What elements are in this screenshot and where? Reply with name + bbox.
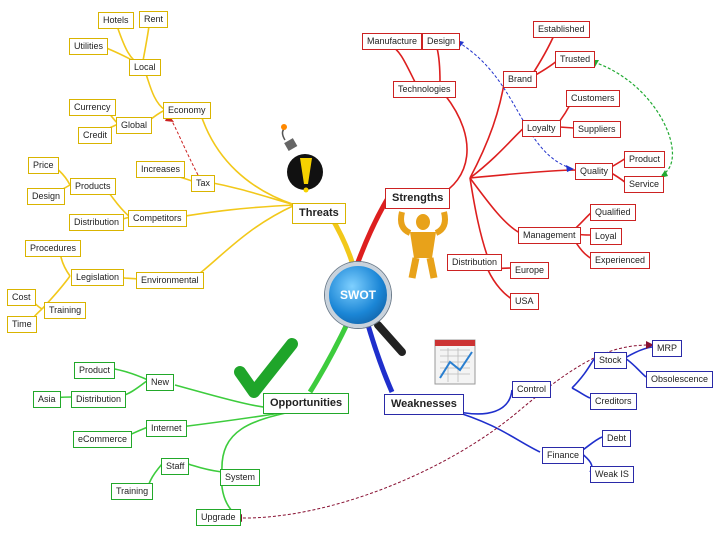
strengths-established[interactable]: Established <box>533 21 590 38</box>
opportunities-staff[interactable]: Staff <box>161 458 190 475</box>
threats-competitors[interactable]: Competitors <box>128 210 187 227</box>
opportunities-node[interactable]: Opportunities <box>263 393 350 414</box>
strengths-product[interactable]: Product <box>624 151 666 168</box>
threats-rent[interactable]: Rent <box>139 11 169 28</box>
strengths-management[interactable]: Management <box>518 227 581 244</box>
weaknesses-debt[interactable]: Debt <box>602 430 632 447</box>
threats-products[interactable]: Products <box>70 178 116 195</box>
bomb-icon <box>281 124 323 193</box>
threats-node[interactable]: Threats <box>292 203 346 224</box>
opportunities-product[interactable]: Product <box>74 362 116 379</box>
strengths-trusted[interactable]: Trusted <box>555 51 596 68</box>
strengths-node[interactable]: Strengths <box>385 188 451 209</box>
opportunities-internet[interactable]: Internet <box>146 420 187 437</box>
threats-cost[interactable]: Cost <box>7 289 36 306</box>
strengths-technologies[interactable]: Technologies <box>393 81 456 98</box>
strengths-branch <box>355 196 391 263</box>
opportunities-ecommerce[interactable]: eCommerce <box>73 431 133 448</box>
threats-economy[interactable]: Economy <box>163 102 211 119</box>
threats-distribution[interactable]: Distribution <box>69 214 125 231</box>
strengths-usa[interactable]: USA <box>510 293 539 310</box>
strengths-distribution[interactable]: Distribution <box>447 254 503 271</box>
opportunities-training[interactable]: Training <box>111 483 154 500</box>
threats-procedures[interactable]: Procedures <box>25 240 82 257</box>
threats-utilities[interactable]: Utilities <box>69 38 109 55</box>
strengths-europe[interactable]: Europe <box>510 262 550 279</box>
threats-local[interactable]: Local <box>129 59 161 76</box>
opportunities-asia[interactable]: Asia <box>33 391 61 408</box>
threats-design[interactable]: Design <box>27 188 66 205</box>
weaknesses-creditors[interactable]: Creditors <box>590 393 637 410</box>
opportunities-branch <box>307 316 353 394</box>
trusted-service-link <box>593 61 673 176</box>
threats-increases[interactable]: Increases <box>136 161 186 178</box>
strengths-brand[interactable]: Brand <box>503 71 538 88</box>
weaknesses-control[interactable]: Control <box>512 381 552 398</box>
strengths-service[interactable]: Service <box>624 176 665 193</box>
checkmark-icon <box>234 338 298 398</box>
weaknesses-obsolescence[interactable]: Obsolescence <box>646 371 714 388</box>
strengths-suppliers[interactable]: Suppliers <box>573 121 621 138</box>
strengths-loyal[interactable]: Loyal <box>590 228 622 245</box>
opportunities-new[interactable]: New <box>146 374 175 391</box>
threats-training[interactable]: Training <box>44 302 87 319</box>
strengths-experienced[interactable]: Experienced <box>590 252 651 269</box>
weaknesses-stock[interactable]: Stock <box>594 352 627 369</box>
swot-center-node[interactable]: SWOT <box>325 262 391 328</box>
weaknesses-mrp[interactable]: MRP <box>652 340 682 357</box>
weaknesses-weak-is[interactable]: Weak IS <box>590 466 634 483</box>
threats-environmental[interactable]: Environmental <box>136 272 204 289</box>
opportunities-distribution[interactable]: Distribution <box>71 391 127 408</box>
weaknesses-finance[interactable]: Finance <box>542 447 585 464</box>
threats-time[interactable]: Time <box>7 316 37 333</box>
strengths-loyalty[interactable]: Loyalty <box>522 120 561 137</box>
magnifier-icon <box>374 321 406 356</box>
threats-currency[interactable]: Currency <box>69 99 116 116</box>
threats-price[interactable]: Price <box>28 157 59 174</box>
opportunities-system[interactable]: System <box>220 469 261 486</box>
design-quality-link <box>457 41 571 169</box>
spreadsheet-icon <box>434 339 476 385</box>
strengths-design[interactable]: Design <box>422 33 461 50</box>
threats-credit[interactable]: Credit <box>78 127 113 144</box>
threats-global[interactable]: Global <box>116 117 153 134</box>
threats-tax[interactable]: Tax <box>191 175 216 192</box>
strengths-qualified[interactable]: Qualified <box>590 204 636 221</box>
strengths-manufacture[interactable]: Manufacture <box>362 33 423 50</box>
weaknesses-node[interactable]: Weaknesses <box>384 394 464 415</box>
opportunities-upgrade[interactable]: Upgrade <box>196 509 241 526</box>
threats-legislation[interactable]: Legislation <box>71 269 125 286</box>
strengths-customers[interactable]: Customers <box>566 90 620 107</box>
strongman-icon <box>398 211 448 279</box>
strengths-quality[interactable]: Quality <box>575 163 614 180</box>
threats-hotels[interactable]: Hotels <box>98 12 134 29</box>
